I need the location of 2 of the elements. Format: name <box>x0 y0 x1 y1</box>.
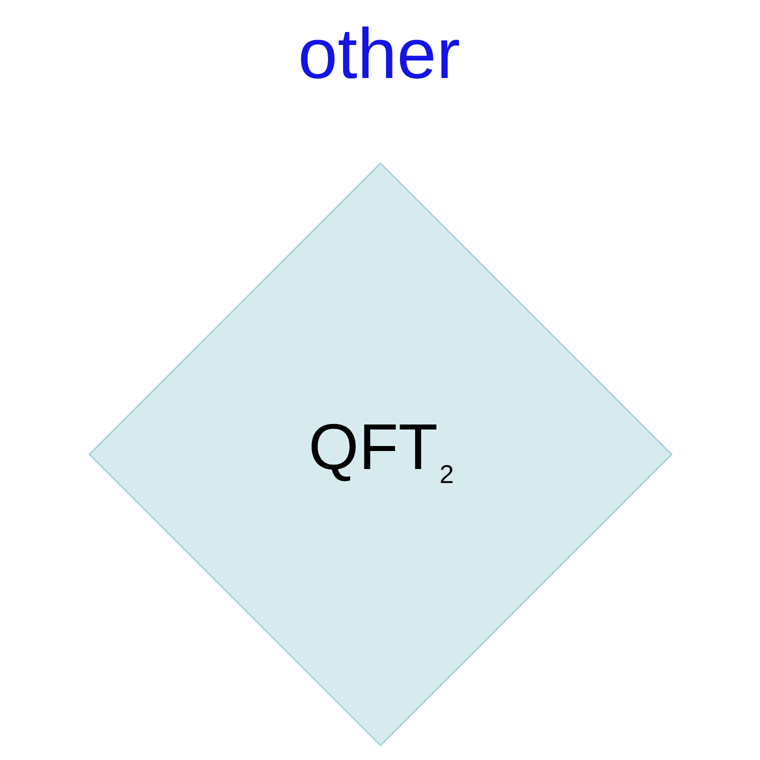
label: other <box>298 14 460 94</box>
node-diamond: QFT$_{2}$ <box>88 162 672 747</box>
